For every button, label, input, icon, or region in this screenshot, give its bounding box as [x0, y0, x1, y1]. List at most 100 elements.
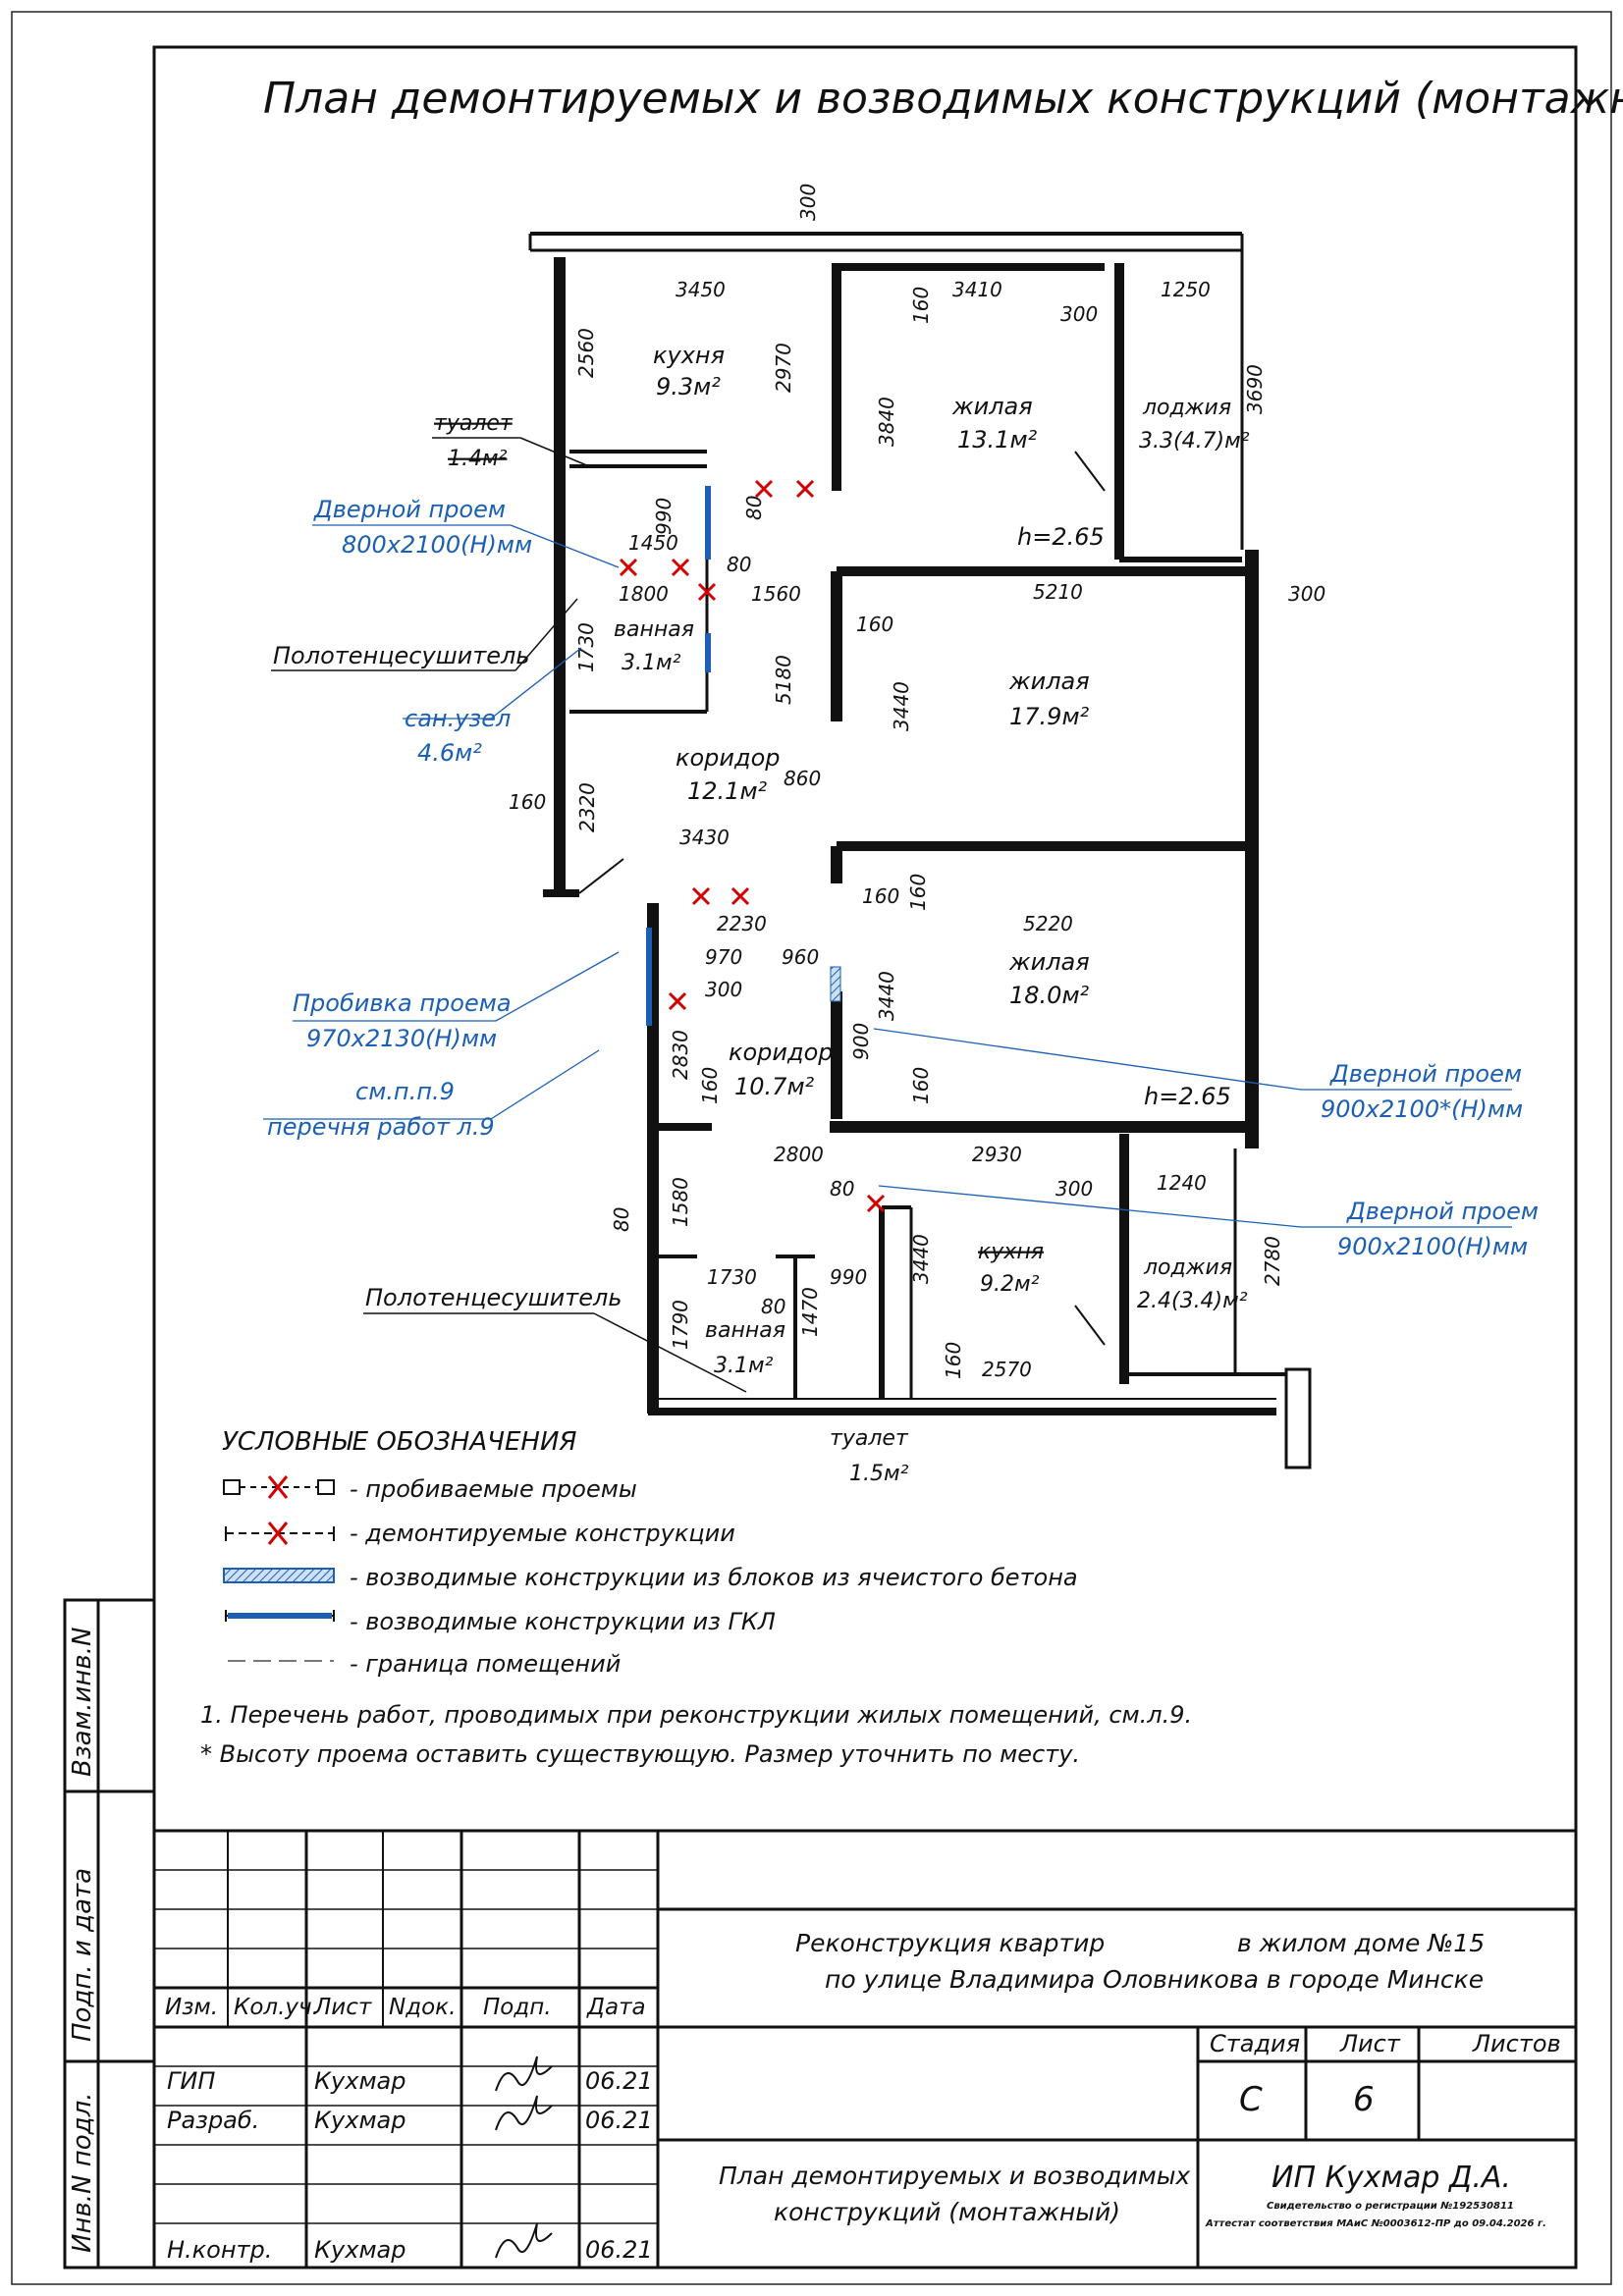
svg-text:1580: 1580: [669, 1177, 692, 1227]
svg-text:2230: 2230: [717, 912, 767, 935]
svg-text:лоджия: лоджия: [1143, 1255, 1232, 1280]
svg-text:С: С: [1239, 2080, 1263, 2119]
svg-text:1470: 1470: [798, 1287, 822, 1337]
svg-text:см.п.п.9: см.п.п.9: [355, 1078, 455, 1105]
svg-text:10.7м²: 10.7м²: [734, 1073, 815, 1100]
svg-text:3450: 3450: [676, 278, 726, 301]
svg-text:3690: 3690: [1243, 364, 1267, 414]
black-leaders: [271, 437, 747, 1393]
svg-text:5210: 5210: [1033, 580, 1083, 604]
svg-text:Разраб.: Разраб.: [167, 2107, 259, 2134]
svg-text:12.1м²: 12.1м²: [687, 777, 768, 805]
svg-text:1560: 1560: [751, 582, 801, 606]
svg-text:6: 6: [1353, 2080, 1375, 2119]
svg-text:кухня: кухня: [978, 1240, 1044, 1264]
svg-text:Стадия: Стадия: [1210, 2030, 1300, 2057]
svg-text:туалет: туалет: [830, 1426, 909, 1451]
svg-text:Дата: Дата: [586, 1995, 646, 2020]
svg-text:Nдок.: Nдок.: [389, 1995, 456, 2020]
svg-text:5220: 5220: [1023, 912, 1073, 935]
svg-text:сан.узел: сан.узел: [405, 705, 511, 732]
svg-text:160: 160: [909, 1067, 933, 1104]
svg-text:ванная: ванная: [705, 1318, 785, 1343]
svg-text:160: 160: [509, 790, 546, 814]
svg-text:3430: 3430: [679, 826, 730, 849]
svg-text:Полотенцесушитель: Полотенцесушитель: [365, 1284, 622, 1311]
legend-items: - пробиваемые проемы - демонтируемые кон…: [350, 1475, 1078, 1678]
svg-text:3.3(4.7)м²: 3.3(4.7)м²: [1139, 429, 1250, 454]
svg-text:жилая: жилая: [951, 393, 1033, 420]
svg-text:3.1м²: 3.1м²: [714, 1354, 774, 1378]
svg-text:по улице Владимира Оловникова: по улице Владимира Оловникова в городе М…: [825, 1965, 1484, 1994]
svg-text:- пробиваемые проемы: - пробиваемые проемы: [350, 1475, 637, 1503]
svg-text:Подп.: Подп.: [483, 1995, 552, 2020]
svg-text:3440: 3440: [890, 681, 913, 731]
svg-text:жилая: жилая: [1008, 667, 1090, 695]
svg-text:970x2130(Н)мм: 970x2130(Н)мм: [306, 1025, 497, 1052]
svg-text:17.9м²: 17.9м²: [1009, 703, 1090, 730]
svg-text:1.4м²: 1.4м²: [448, 447, 508, 471]
svg-text:Аттестат соответствия МАиС №00: Аттестат соответствия МАиС №0003612-ПР д…: [1205, 2218, 1546, 2229]
svg-text:- возводимые конструкции из ГК: - возводимые конструкции из ГКЛ: [350, 1608, 776, 1635]
svg-text:3410: 3410: [952, 278, 1002, 301]
svg-text:160: 160: [862, 884, 899, 908]
svg-text:5180: 5180: [772, 655, 795, 705]
svg-text:1.5м²: 1.5м²: [849, 1462, 909, 1486]
svg-text:2.4(3.4)м²: 2.4(3.4)м²: [1137, 1289, 1248, 1313]
svg-text:жилая: жилая: [1008, 948, 1090, 976]
svg-text:9.3м²: 9.3м²: [656, 373, 721, 400]
inner-frame: [152, 45, 1578, 2269]
svg-text:300: 300: [796, 184, 820, 221]
drawing-title: План демонтируемых и возводимых конструк…: [263, 74, 1623, 124]
svg-text:160: 160: [909, 287, 933, 324]
outer-frame: [11, 11, 1612, 2285]
svg-text:860: 860: [784, 767, 821, 790]
svg-text:конструкций (монтажный): конструкций (монтажный): [774, 2198, 1120, 2226]
svg-text:ИП Кухмар Д.А.: ИП Кухмар Д.А.: [1271, 2161, 1511, 2195]
walls: [528, 232, 1312, 1469]
svg-text:300: 300: [1055, 1177, 1093, 1201]
svg-text:2570: 2570: [982, 1358, 1032, 1381]
svg-text:3440: 3440: [909, 1234, 933, 1284]
callout-leaders: [263, 524, 1512, 1228]
svg-text:1450: 1450: [628, 531, 678, 555]
organization: ИП Кухмар Д.А. Свидетельство о регистрац…: [1205, 2161, 1546, 2229]
svg-text:Реконструкция квартир: Реконструкция квартир: [795, 1929, 1105, 1957]
legend-title: УСЛОВНЫЕ ОБОЗНАЧЕНИЯ: [222, 1427, 576, 1457]
svg-text:18.0м²: 18.0м²: [1009, 982, 1090, 1009]
demolition-marks: [619, 479, 886, 1213]
note-1: 1. Перечень работ, проводимых при реконс…: [200, 1701, 1192, 1729]
svg-text:960: 960: [782, 945, 819, 969]
svg-text:9.2м²: 9.2м²: [980, 1272, 1040, 1297]
svg-text:800x2100(Н)мм: 800x2100(Н)мм: [342, 531, 532, 559]
svg-text:80: 80: [610, 1207, 633, 1232]
svg-text:13.1м²: 13.1м²: [957, 426, 1038, 454]
svg-text:300: 300: [1060, 302, 1098, 326]
svg-text:Полотенцесушитель: Полотенцесушитель: [273, 642, 529, 669]
svg-text:Лист: Лист: [313, 1995, 372, 2020]
svg-text:в жилом доме №15: в жилом доме №15: [1237, 1929, 1485, 1957]
drawing-name: План демонтируемых и возводимых конструк…: [719, 2162, 1190, 2226]
svg-text:300: 300: [705, 978, 742, 1001]
side-stamp: [63, 1598, 156, 2269]
svg-text:Лист: Лист: [1339, 2030, 1401, 2057]
svg-text:80: 80: [742, 496, 766, 520]
svg-text:h=2.65: h=2.65: [1017, 523, 1105, 551]
svg-text:4.6м²: 4.6м²: [417, 739, 482, 767]
svg-text:900x2100*(Н)мм: 900x2100*(Н)мм: [1321, 1095, 1523, 1123]
svg-text:1240: 1240: [1157, 1171, 1207, 1195]
svg-text:Кол.уч.: Кол.уч.: [234, 1995, 319, 2020]
svg-text:Свидетельство о регистрации №1: Свидетельство о регистрации №192530811: [1267, 2201, 1514, 2212]
svg-text:1790: 1790: [669, 1300, 692, 1350]
svg-text:06.21: 06.21: [585, 2107, 653, 2134]
svg-text:Кухмар: Кухмар: [314, 2236, 406, 2264]
svg-text:80: 80: [761, 1295, 785, 1318]
dimension-labels: 300 3450 3410 1250 300 2560 2970 160 384…: [509, 184, 1325, 1381]
svg-text:80: 80: [830, 1177, 854, 1201]
svg-text:Изм.: Изм.: [165, 1995, 218, 2020]
room-labels: кухня 9.3м² жилая 13.1м² лоджия 3.3(4.7)…: [434, 342, 1250, 1486]
svg-text:900: 900: [849, 1023, 873, 1060]
svg-text:160: 160: [856, 613, 893, 636]
svg-text:2320: 2320: [575, 782, 599, 832]
side-label-vzam: Взам.инв.N: [68, 1628, 97, 1777]
